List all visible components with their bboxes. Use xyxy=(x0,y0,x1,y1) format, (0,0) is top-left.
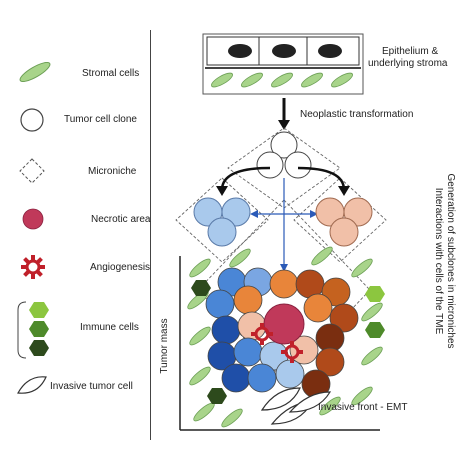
stromal-cell-icon xyxy=(19,62,51,82)
legend-label-invasive: Invasive tumor cell xyxy=(50,381,133,392)
divider xyxy=(150,30,151,440)
side-label-line1: Generation of subclones in microniches xyxy=(445,173,456,349)
epithelium-label-line2: underlying stroma xyxy=(368,58,448,69)
necrotic-area-icon xyxy=(22,208,44,230)
legend-label-stromal: Stromal cells xyxy=(82,68,140,79)
y-axis-label: Tumor mass xyxy=(159,318,170,374)
legend-label-microniche: Microniche xyxy=(88,166,137,177)
microniche-icon xyxy=(19,158,45,184)
invasive-cell-icon xyxy=(17,376,47,394)
tumor-cell-icon xyxy=(20,108,44,132)
neoplastic-label: Neoplastic transformation xyxy=(300,109,414,120)
invasive-front-label: Invasive front - EMT xyxy=(318,402,408,413)
legend-label-angiogenesis: Angiogenesis xyxy=(90,262,151,273)
immune-cell-icon xyxy=(17,301,49,359)
legend-label-tumor: Tumor cell clone xyxy=(64,114,137,125)
angiogenesis-icon xyxy=(21,255,45,279)
legend-label-necrotic: Necrotic area xyxy=(91,214,151,225)
epithelium-panel xyxy=(202,33,364,95)
epithelium-label-line1: Epithelium & xyxy=(382,46,439,57)
legend-label-immune: Immune cells xyxy=(80,322,139,333)
side-label-line2: Interactions with cells of the TME xyxy=(433,187,444,335)
